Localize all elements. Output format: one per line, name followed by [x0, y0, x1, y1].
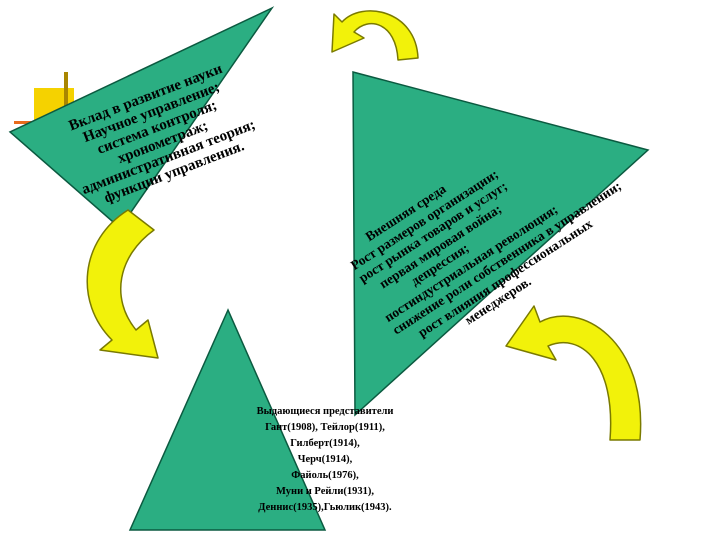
bottom-item-2: Гилберт(1914), [290, 438, 360, 449]
bottom-item-4: Файоль(1976), [291, 470, 359, 481]
bottom-triangle-text: Выдающиеся представители Гант(1908), Тей… [230, 404, 420, 516]
bottom-item-1: Гант(1908), Тейлор(1911), [265, 422, 385, 433]
right-cycle-arrow [505, 305, 642, 441]
bottom-item-5: Муни и Рейли(1931), [276, 486, 374, 497]
representatives-heading: Выдающиеся представители [256, 406, 394, 417]
bottom-item-6: Деннис(1935),Гьюлик(1943). [258, 502, 392, 513]
left-cycle-arrow [86, 209, 159, 359]
left-triangle [8, 6, 275, 230]
right-triangle [352, 71, 650, 417]
accent-bar [64, 72, 68, 130]
bottom-triangle [128, 308, 327, 531]
top-cycle-arrow [331, 10, 419, 61]
bottom-item-3: Черч(1914), [297, 454, 353, 465]
